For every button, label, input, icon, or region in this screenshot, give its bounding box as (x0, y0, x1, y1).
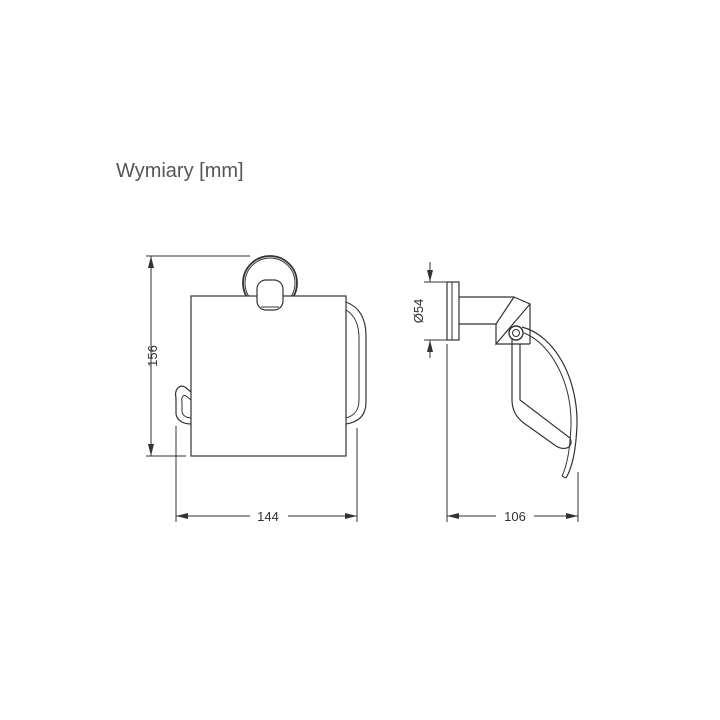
page-title: Wymiary [mm] (116, 160, 244, 182)
cover-plate (190, 295, 347, 457)
roll-arm (511, 338, 572, 450)
height-label: 156 (145, 345, 160, 367)
pivot (508, 325, 524, 341)
front-view (174, 255, 367, 457)
width-dimension (175, 426, 358, 522)
hinge-knuckle (256, 279, 284, 311)
diameter-dimension (424, 262, 447, 358)
depth-dimension (446, 344, 579, 522)
left-hook (174, 385, 192, 425)
diameter-label: Ø54 (411, 299, 426, 324)
spring-bracket (345, 301, 367, 425)
cover-curve (521, 326, 578, 479)
width-label: 144 (257, 509, 279, 524)
depth-label: 106 (504, 509, 526, 524)
wall-plate (446, 281, 460, 341)
side-view (446, 281, 578, 479)
height-dimension (146, 255, 250, 457)
